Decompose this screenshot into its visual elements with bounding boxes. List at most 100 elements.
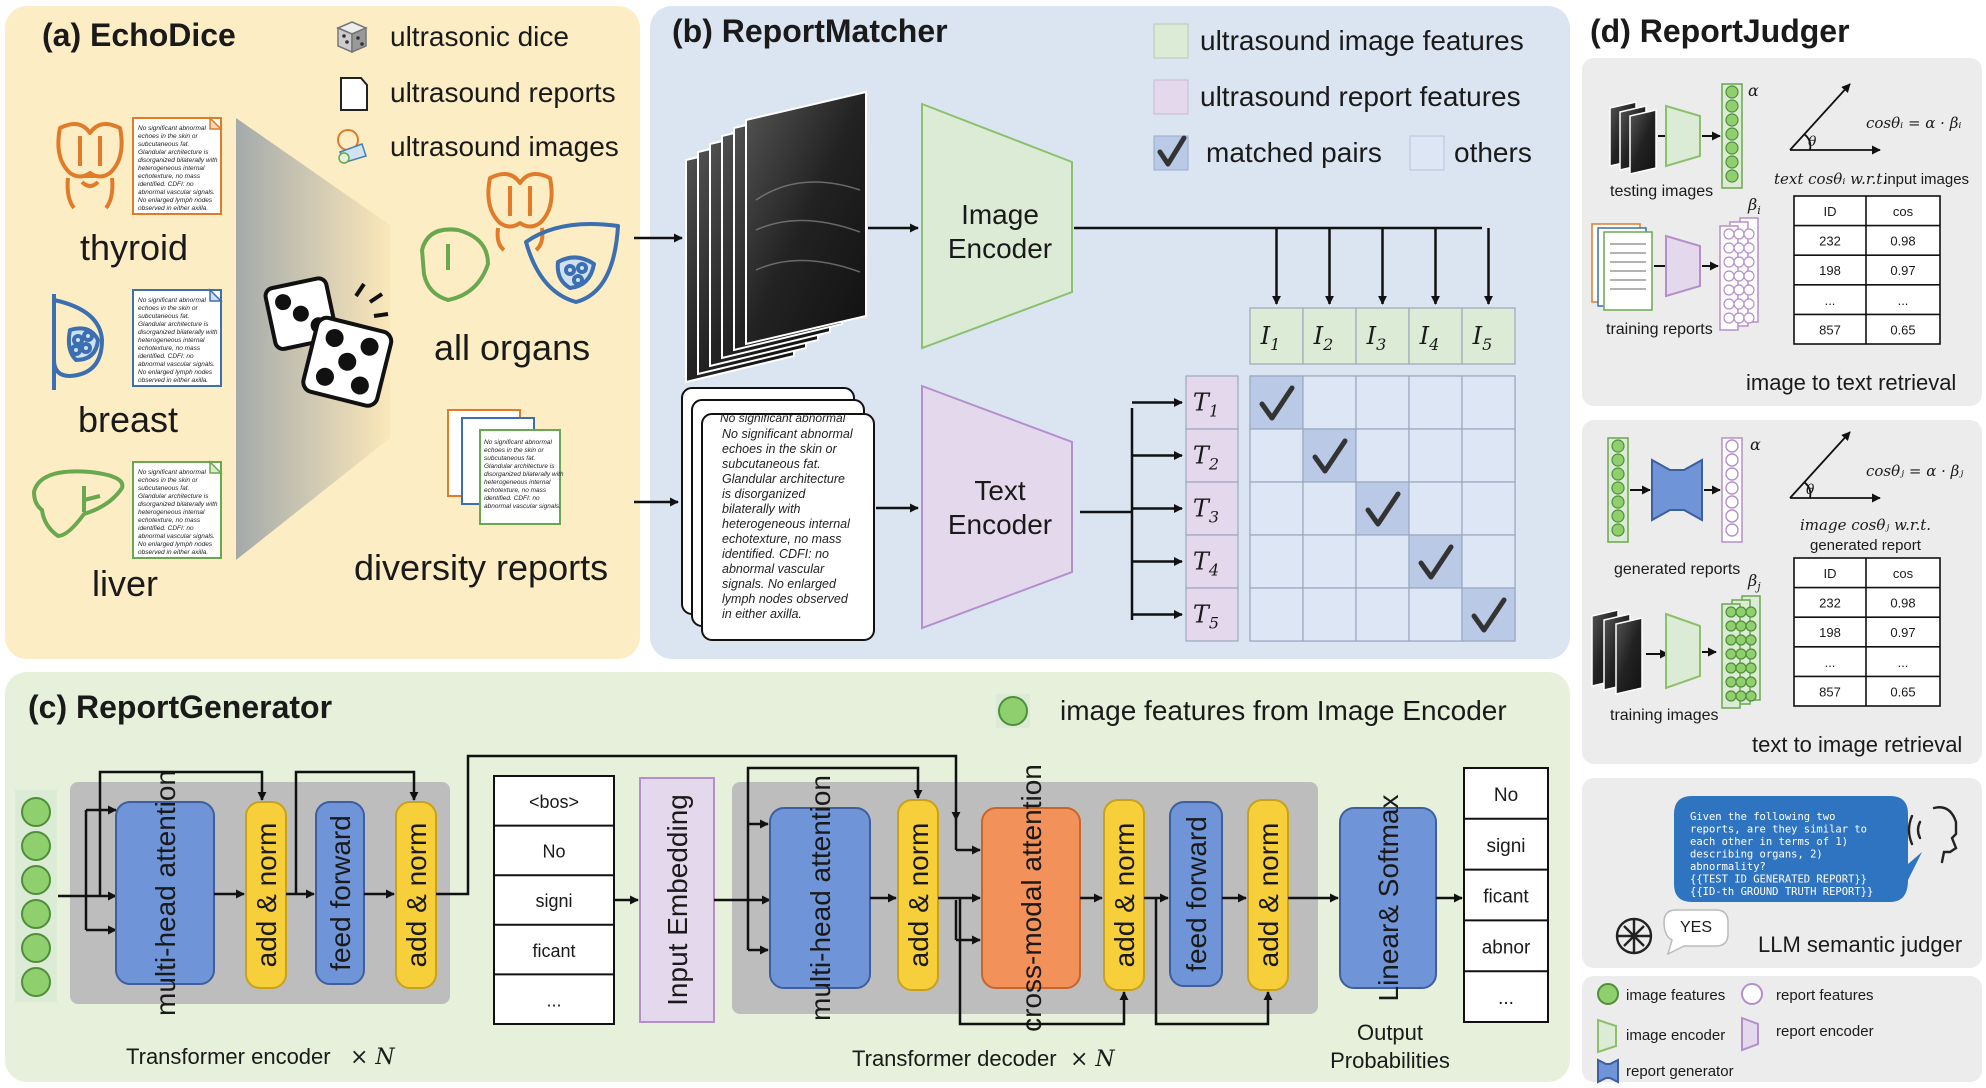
legend-d-report-features: report features (1776, 987, 1874, 1004)
legend-d-report-encoder: report encoder (1776, 1023, 1874, 1040)
diversity-report-line: subcutaneous fat. (484, 455, 536, 462)
decoder-cross-attn-label: cross-modal attention (1016, 764, 1047, 1032)
diversity-report-line: Glandular architecture is (484, 463, 555, 470)
report-feature-dot-small (1723, 312, 1735, 324)
image-feature-dot-small (1725, 113, 1739, 127)
matrix-cell (1249, 428, 1304, 483)
legend-d-report-feature-icon (1741, 983, 1763, 1005)
prompt-line: Given the following two (1690, 811, 1835, 823)
encoder-ff-label: feed forward (325, 815, 356, 971)
legend-report-label: ultrasound reports (390, 77, 616, 108)
output-token: ... (1498, 988, 1514, 1009)
image-feature-dot-small (1725, 169, 1739, 183)
image-feature-dot-small (1735, 606, 1747, 618)
image-feature-dot-small (1611, 523, 1625, 537)
text-token-letter: T (1193, 601, 1211, 629)
report-feature-dot-small (1723, 270, 1735, 282)
table-cell-cos: 0.98 (1890, 596, 1915, 611)
beta-top: β (1747, 195, 1757, 214)
beta-mid: β (1747, 571, 1757, 590)
matrix-cell (1461, 534, 1516, 589)
input-token: No (542, 842, 565, 862)
mini-report-line: abnormal vascular signals. (138, 361, 215, 368)
text-token-label-1: T1 (1193, 389, 1219, 421)
organ-label-breast: breast (78, 399, 178, 440)
formula-top: cosθᵢ = α · βᵢ (1866, 114, 1961, 132)
prompt-line: {{TEST ID GENERATED REPORT}} (1690, 874, 1867, 886)
all-organs-thyroid-icon (486, 172, 554, 252)
mini-report-line: No enlarged lymph nodes (138, 541, 213, 548)
caption-mid-b: generated report (1810, 537, 1922, 554)
diversity-report-line: identified. CDFI: no (484, 495, 540, 502)
table-cell-cos: 0.97 (1890, 263, 1915, 278)
report-feature-dot-small (1733, 298, 1745, 310)
beta-label-top: βi (1747, 195, 1761, 217)
text-token-letter: T (1193, 495, 1211, 523)
report-feature-dot-small (1743, 242, 1755, 254)
panel-a-title: (a) EchoDice (42, 17, 236, 53)
table-cell-id: 198 (1819, 625, 1841, 640)
linear-softmax-label: Linear& Softmax (1373, 795, 1404, 1002)
mini-report-line: subcutaneous fat. (138, 141, 190, 148)
testing-images-stack (1609, 101, 1657, 175)
image-feature-dot-small (1725, 690, 1737, 702)
image-feature-dot-small (1745, 676, 1757, 688)
generated-reports-label: generated reports (1614, 561, 1740, 578)
decoder-times-n: × N (1070, 1047, 1115, 1072)
table-cell-id: 857 (1819, 684, 1841, 699)
table-cell-cos: ... (1898, 655, 1909, 670)
mini-report-line: disorganized bilaterally with (138, 329, 218, 336)
report-feature-dot-small (1743, 312, 1755, 324)
alpha-label-mid: α (1750, 435, 1761, 454)
text-token-label-3: T3 (1193, 495, 1219, 527)
image-feature-dot-small (1745, 634, 1757, 646)
report-feature-dot-small (1733, 256, 1745, 268)
matrix-cell (1408, 587, 1463, 642)
report-feature-dot-small (1723, 242, 1735, 254)
image-feature-dot (21, 899, 51, 929)
image-token-letter: I (1260, 322, 1271, 350)
image-feature-dot-small (1725, 85, 1739, 99)
matrix-cell (1355, 587, 1410, 642)
legend-others-swatch (1409, 135, 1445, 171)
decoder-residual-1 (746, 766, 923, 824)
beta-mid-sub: j (1754, 580, 1761, 593)
check-icon (1312, 438, 1348, 474)
mini-report-line: echoes in the skin or (138, 477, 198, 484)
retrieval-table-mid (1793, 557, 1941, 707)
image-feature-dot-small (1725, 648, 1737, 660)
report-feature-dot-small (1733, 312, 1745, 324)
image-token-box-5 (1461, 307, 1516, 365)
report-card-line: No significant abnormal (722, 427, 854, 441)
image-feature-dot (21, 865, 51, 895)
image-feature-dot-small (1725, 620, 1737, 632)
image-encoder-line1: Image (961, 199, 1039, 230)
input-embedding (639, 777, 715, 1023)
report-card-stack (681, 387, 875, 641)
all-organs-liver-icon (420, 227, 490, 302)
mini-report-line: No significant abnormal (138, 297, 206, 304)
report-feature-dot-small (1725, 453, 1739, 467)
mini-report-line: Glandular architecture is (138, 149, 209, 156)
report-card-line: signals. No enlarged (722, 577, 837, 591)
image-feature-dot-small (1735, 648, 1747, 660)
legend-d-image-feature-icon (1597, 983, 1619, 1005)
image-feature-dot-small (1745, 690, 1757, 702)
image-token-label-4: I4 (1419, 322, 1440, 354)
report-feature-dot-small (1733, 242, 1745, 254)
image-feature-dot (21, 967, 51, 997)
retrieval-label-mid: text to image retrieval (1752, 732, 1962, 757)
input-token-column (493, 775, 615, 1025)
report-feature-dot-small (1743, 256, 1755, 268)
encoder-times-n: × N (350, 1045, 395, 1070)
report-card-line: subcutaneous fat. (722, 457, 821, 471)
table-cell-cos: 0.98 (1890, 234, 1915, 249)
input-token: ... (546, 990, 561, 1010)
mini-report-line: heterogeneous internal (138, 165, 205, 172)
image-token-label-2: I2 (1313, 322, 1334, 354)
report-generator-mini (1651, 458, 1703, 522)
report-thumb-breast (132, 288, 223, 387)
output-token: signi (1486, 836, 1525, 857)
image-token-box-4 (1408, 307, 1463, 365)
